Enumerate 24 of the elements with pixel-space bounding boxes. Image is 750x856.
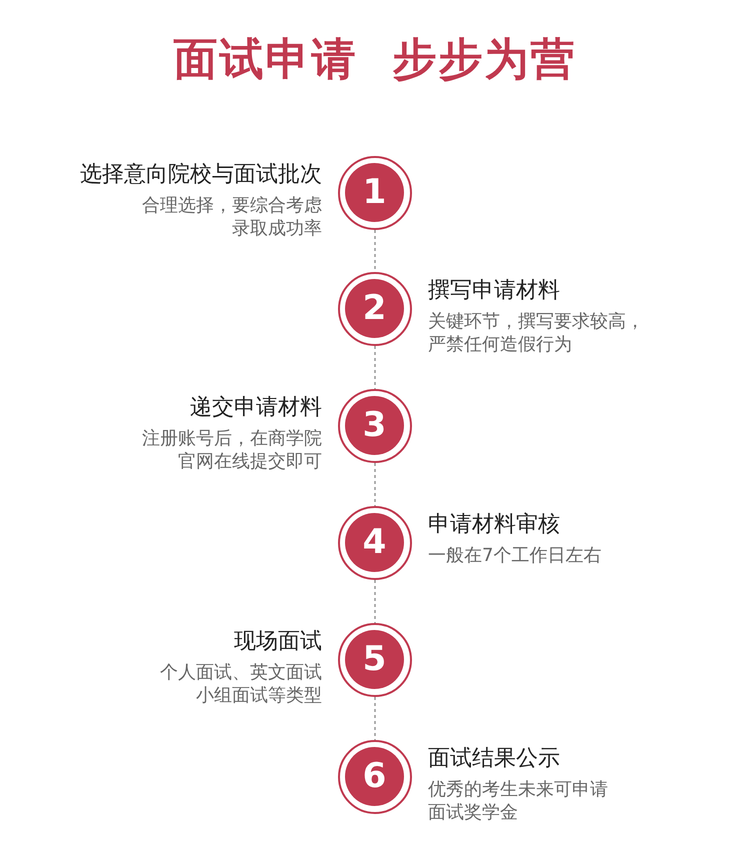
step-number: 2 <box>345 279 404 338</box>
connector-line <box>374 463 376 506</box>
title: 面试申请 步步为营 <box>172 33 578 87</box>
step-description: 注册账号后，在商学院官网在线提交即可 <box>141 427 322 473</box>
step-heading: 选择意向院校与面试批次 <box>80 161 322 189</box>
step-number: 1 <box>345 163 404 222</box>
connector-line <box>374 580 376 623</box>
step-number: 3 <box>345 396 404 455</box>
step-heading: 面试结果公示 <box>428 745 560 773</box>
connector-line <box>374 697 376 740</box>
connector-line <box>374 346 376 389</box>
connector-line <box>374 230 376 272</box>
step-description: 关键环节，撰写要求较高，严禁任何造假行为 <box>428 310 645 356</box>
step-description: 合理选择，要综合考虑录取成功率 <box>141 194 322 240</box>
step-number: 4 <box>345 513 404 572</box>
step-description: 一般在7个工作日左右 <box>428 544 602 567</box>
step-heading: 现场面试 <box>234 628 322 656</box>
step-number: 6 <box>345 747 404 806</box>
step-description: 个人面试、英文面试小组面试等类型 <box>159 661 322 707</box>
step-description: 优秀的考生未来可申请面试奖学金 <box>428 778 609 824</box>
step-heading: 申请材料审核 <box>428 511 560 539</box>
step-heading: 递交申请材料 <box>190 394 322 422</box>
step-heading: 撰写申请材料 <box>428 277 560 305</box>
step-number: 5 <box>345 630 404 689</box>
